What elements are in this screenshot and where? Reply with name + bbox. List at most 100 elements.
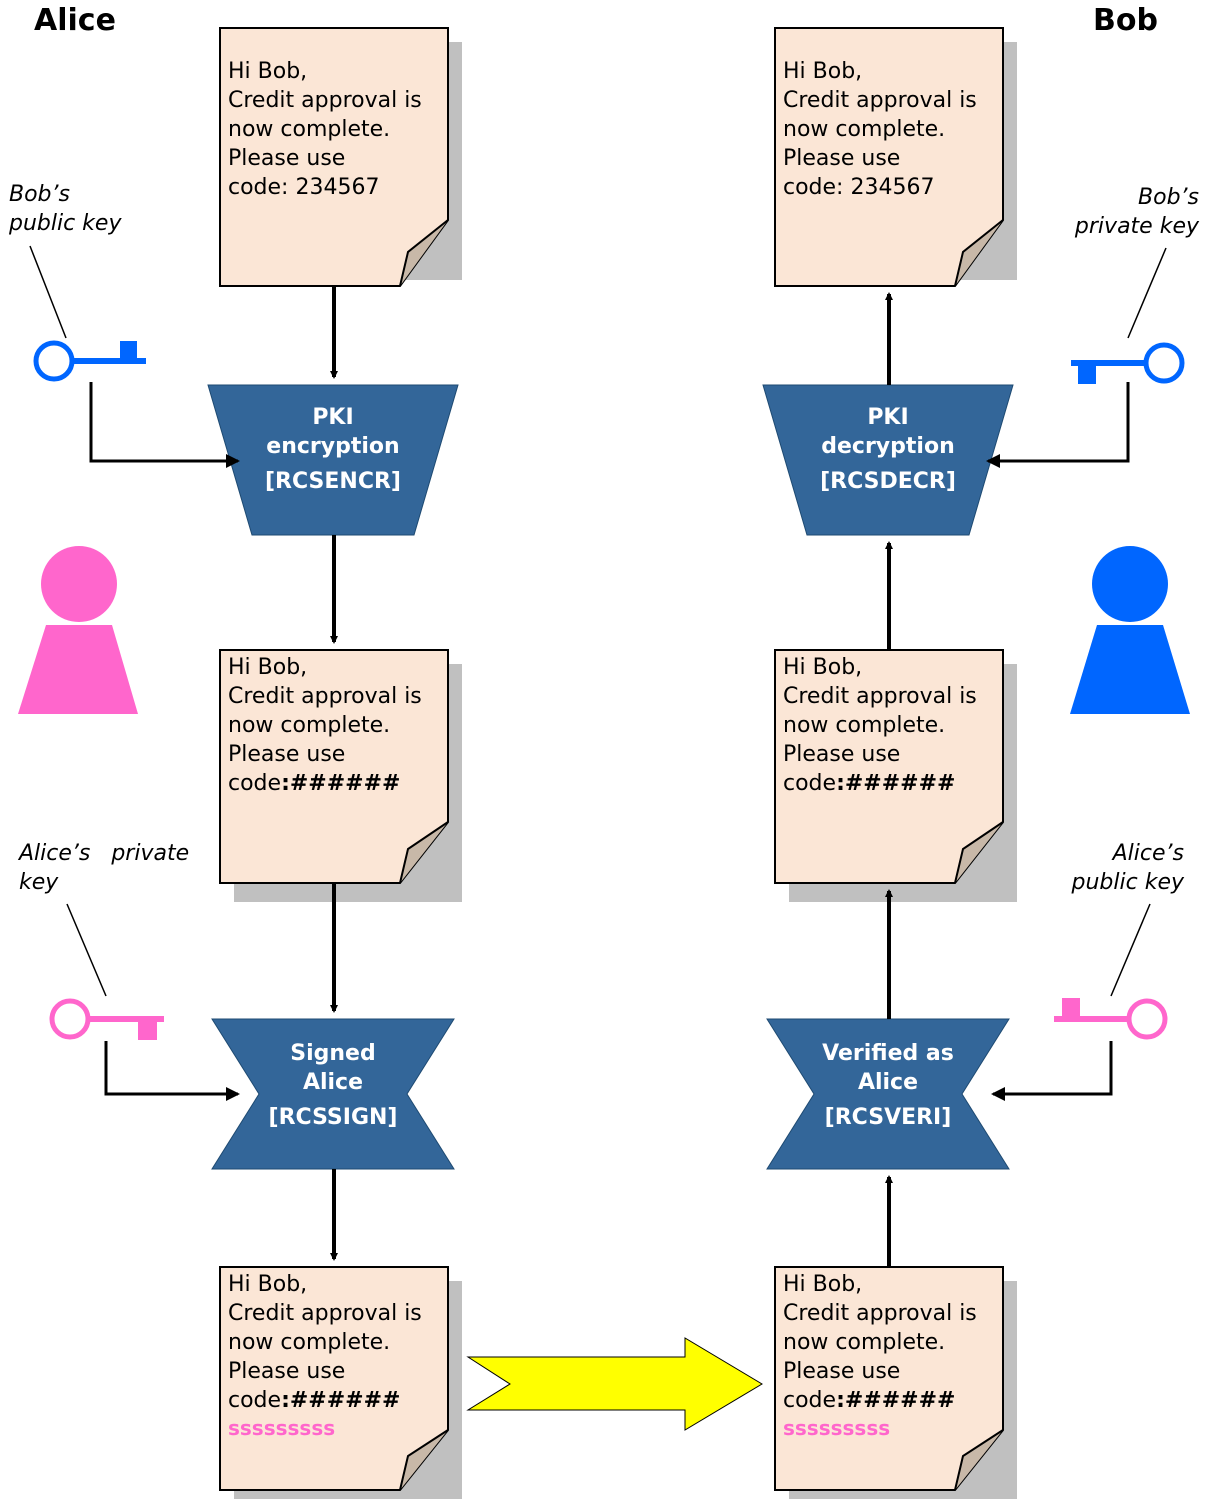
process-code: [RCSDECR] bbox=[820, 469, 956, 494]
message-line: Please use bbox=[228, 1359, 346, 1384]
code-prefix: code bbox=[783, 1388, 837, 1413]
key-label-line: Alice’s private bbox=[19, 841, 190, 866]
alice-plaintext-text: Hi Bob, Credit approval is now complete.… bbox=[220, 53, 448, 291]
signature-text: sssssssss bbox=[228, 1416, 336, 1440]
bob-title: Bob bbox=[1093, 3, 1158, 38]
message-line: now complete. bbox=[783, 1330, 946, 1355]
signature-text: sssssssss bbox=[783, 1416, 891, 1440]
verification-process-shape bbox=[766, 1018, 1010, 1170]
process-label-line: decryption bbox=[821, 434, 955, 459]
process-label-line: PKI bbox=[312, 405, 354, 430]
message-line: Credit approval is bbox=[783, 1301, 977, 1326]
bob-decrypted-text: Hi Bob, Credit approval is now complete.… bbox=[775, 53, 1003, 291]
message-line: code:###### bbox=[228, 769, 448, 798]
message-line: code: 234567 bbox=[783, 175, 935, 200]
alice-public-key-label: Alice’s public key bbox=[1060, 839, 1184, 897]
code-prefix: code bbox=[228, 1388, 282, 1413]
bob-private-key-label: Bob’s private key bbox=[1063, 183, 1199, 241]
process-label-line: encryption bbox=[266, 434, 400, 459]
signing-process-shape bbox=[211, 1018, 455, 1170]
hidden-code: :###### bbox=[281, 771, 401, 796]
verification-process-label: Verified as Alice [RCSVERI] bbox=[767, 1039, 1009, 1132]
message-line: now complete. bbox=[228, 117, 391, 142]
label-pointer-line bbox=[1127, 247, 1167, 339]
process-code: [RCSENCR] bbox=[265, 469, 401, 494]
alice-private-key-icon bbox=[49, 998, 164, 1040]
key-label-line: Alice’s bbox=[1112, 841, 1184, 866]
message-line: Credit approval is bbox=[783, 684, 977, 709]
process-code: [RCSVERI] bbox=[824, 1105, 952, 1130]
process-label-line: Verified as bbox=[822, 1041, 954, 1066]
message-line: Please use bbox=[228, 146, 346, 171]
message-line: code:###### bbox=[783, 769, 1003, 798]
bob-received-document bbox=[774, 1266, 1017, 1499]
message-line: Please use bbox=[783, 742, 901, 767]
alice-signed-text: Hi Bob, Credit approval is now complete.… bbox=[220, 1266, 448, 1504]
message-line: Hi Bob, bbox=[783, 1272, 863, 1297]
label-pointer-line bbox=[1110, 903, 1151, 997]
alice-encrypted-document bbox=[219, 649, 462, 902]
message-line: now complete. bbox=[228, 713, 391, 738]
transfer-arrow bbox=[466, 1337, 763, 1431]
alice-title: Alice bbox=[34, 3, 116, 38]
bob-encrypted-document bbox=[774, 649, 1017, 902]
message-line: Hi Bob, bbox=[228, 655, 308, 680]
message-line: Credit approval is bbox=[228, 1301, 422, 1326]
message-line: now complete. bbox=[783, 713, 946, 738]
bob-public-key-label: Bob’s public key bbox=[9, 180, 121, 238]
message-line: Credit approval is bbox=[228, 684, 422, 709]
encryption-process-shape bbox=[207, 384, 459, 536]
bob-decrypted-document bbox=[774, 27, 1017, 287]
bob-received-text: Hi Bob, Credit approval is now complete.… bbox=[775, 1266, 1003, 1504]
bob-public-key-icon bbox=[33, 340, 146, 382]
key-label-line: Bob’s bbox=[9, 182, 70, 207]
process-label-line: Alice bbox=[302, 1070, 364, 1095]
process-code: [RCSSIGN] bbox=[268, 1105, 398, 1130]
label-pointer-line bbox=[29, 245, 67, 339]
key-label-line: Bob’s bbox=[1138, 185, 1199, 210]
bob-encrypted-text: Hi Bob, Credit approval is now complete.… bbox=[775, 649, 1003, 887]
code-prefix: code bbox=[783, 771, 837, 796]
key-label-line: key bbox=[19, 870, 59, 895]
key-connector-arrow bbox=[104, 1041, 240, 1101]
code-prefix: code bbox=[228, 771, 282, 796]
message-line: Please use bbox=[783, 1359, 901, 1384]
process-label-line: Alice bbox=[857, 1070, 919, 1095]
message-line: Hi Bob, bbox=[228, 59, 308, 84]
message-line: Please use bbox=[783, 146, 901, 171]
key-connector-arrow bbox=[991, 1041, 1113, 1101]
message-line: code:###### bbox=[783, 1386, 1003, 1415]
label-pointer-line bbox=[66, 903, 107, 997]
key-label-line: private key bbox=[1074, 214, 1199, 239]
key-connector-arrow bbox=[986, 382, 1130, 468]
key-connector-arrow bbox=[89, 382, 240, 468]
message-line: code:###### bbox=[228, 1386, 448, 1415]
key-label-line: public key bbox=[1071, 870, 1184, 895]
alice-encrypted-text: Hi Bob, Credit approval is now complete.… bbox=[220, 649, 448, 887]
message-line: Please use bbox=[228, 742, 346, 767]
message-line: now complete. bbox=[228, 1330, 391, 1355]
alice-private-key-label: Alice’s private key bbox=[19, 839, 189, 897]
decryption-process-shape bbox=[762, 384, 1014, 536]
process-label-line: PKI bbox=[867, 405, 909, 430]
process-label-line: Signed bbox=[290, 1041, 376, 1066]
message-line: Hi Bob, bbox=[228, 1272, 308, 1297]
alice-person-icon bbox=[18, 546, 138, 714]
alice-signed-document bbox=[219, 1266, 462, 1499]
bob-person-icon bbox=[1070, 546, 1190, 714]
message-line: code: 234567 bbox=[228, 175, 380, 200]
hidden-code: :###### bbox=[836, 1388, 956, 1413]
message-line: now complete. bbox=[783, 117, 946, 142]
decryption-process-label: PKI decryption [RCSDECR] bbox=[763, 403, 1013, 496]
alice-plaintext-document bbox=[219, 27, 462, 287]
hidden-code: :###### bbox=[836, 771, 956, 796]
signing-process-label: Signed Alice [RCSSIGN] bbox=[212, 1039, 454, 1132]
alice-public-key-icon bbox=[1054, 998, 1168, 1040]
key-label-line: public key bbox=[9, 211, 122, 236]
message-line: Credit approval is bbox=[228, 88, 422, 113]
message-line: Credit approval is bbox=[783, 88, 977, 113]
bob-private-key-icon bbox=[1071, 342, 1185, 384]
encryption-process-label: PKI encryption [RCSENCR] bbox=[208, 403, 458, 496]
message-line: Hi Bob, bbox=[783, 59, 863, 84]
